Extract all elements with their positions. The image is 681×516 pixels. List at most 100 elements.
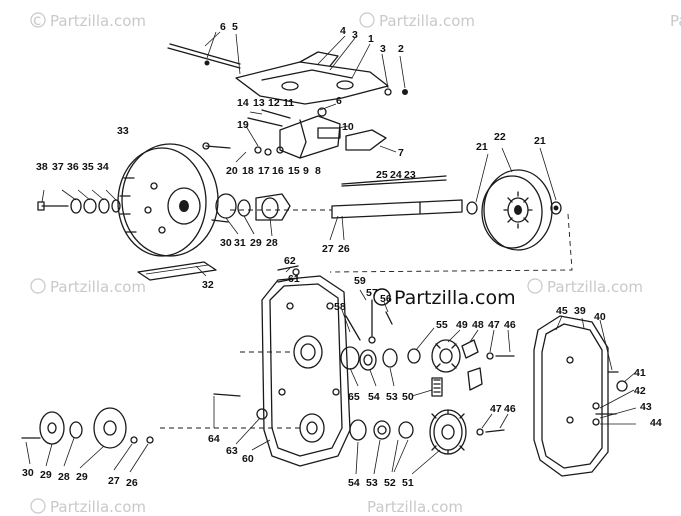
callout-11: 11 (283, 97, 294, 109)
callout-46b: 46 (504, 403, 516, 415)
callout-28b: 28 (58, 471, 70, 483)
callout-5: 5 (232, 21, 238, 33)
upper-assembly (167, 43, 478, 219)
callout-51: 51 (402, 477, 414, 489)
callout-55: 55 (436, 319, 448, 331)
watermark-tl: Partzilla.com (50, 12, 146, 30)
callout-2: 2 (398, 43, 404, 55)
callout-60: 60 (242, 453, 254, 465)
callout-1: 1 (368, 33, 374, 45)
callout-52: 52 (384, 477, 396, 489)
callout-19: 19 (237, 119, 249, 131)
callout-53b: 53 (366, 477, 378, 489)
callout-37: 37 (52, 161, 64, 173)
callout-numbers: 6 5 4 3 1 3 2 6 14 13 12 11 10 19 7 20 1… (22, 21, 662, 489)
callout-61: 61 (288, 273, 300, 285)
watermark-bl: Partzilla.com (50, 498, 146, 516)
upper-sprocket-parts (340, 299, 515, 397)
hub-parts (211, 193, 291, 223)
callout-56: 56 (380, 293, 392, 305)
callout-6a: 6 (220, 21, 226, 33)
callout-30a: 30 (220, 237, 232, 249)
callout-36: 36 (67, 161, 79, 173)
watermark-tr: Partzilla.com (670, 12, 681, 30)
callout-26a: 26 (338, 243, 350, 255)
callout-20: 20 (226, 165, 238, 177)
callout-14: 14 (237, 97, 249, 109)
callout-29a: 29 (250, 237, 262, 249)
callout-63: 63 (226, 445, 238, 457)
watermark-layer: c Partzilla.com Partzilla.com Partzilla.… (30, 11, 681, 516)
callout-49: 49 (456, 319, 468, 331)
watermark-tc: Partzilla.com (379, 12, 475, 30)
watermark-ml: Partzilla.com (50, 278, 146, 296)
callout-64: 64 (208, 433, 220, 445)
callout-32: 32 (202, 279, 214, 291)
callout-3a: 3 (352, 29, 358, 41)
callout-21a: 21 (476, 141, 488, 153)
callout-21b: 21 (534, 135, 546, 147)
callout-33: 33 (117, 125, 129, 137)
callout-6b: 6 (336, 95, 342, 107)
callout-8: 8 (315, 165, 321, 177)
brand-watermark-text: Partzilla.com (394, 287, 516, 309)
brand-watermark: Partzilla.com (373, 287, 516, 309)
callout-43: 43 (640, 401, 652, 413)
lower-sprocket-parts (349, 409, 505, 455)
callout-3b: 3 (380, 43, 386, 55)
callout-59: 59 (354, 275, 366, 287)
callout-22: 22 (494, 131, 506, 143)
callout-25: 25 (376, 169, 388, 181)
callout-54b: 54 (348, 477, 360, 489)
callout-54a: 54 (368, 391, 380, 403)
drive-pulley (117, 143, 219, 257)
callout-47b: 47 (490, 403, 502, 415)
callout-9: 9 (303, 165, 309, 177)
callout-34: 34 (97, 161, 109, 173)
svg-text:c: c (33, 11, 41, 29)
drive-belt-segment (137, 261, 217, 281)
callout-26b: 26 (126, 477, 138, 489)
callout-50: 50 (402, 391, 414, 403)
watermark-br: Partzilla.com (547, 278, 643, 296)
callout-27a: 27 (322, 243, 334, 255)
callout-48: 48 (472, 319, 484, 331)
callout-40: 40 (594, 311, 606, 323)
chaincase-housing (213, 265, 351, 467)
callout-31: 31 (234, 237, 246, 249)
callout-30b: 30 (22, 467, 34, 479)
watermark-bc: Partzilla.com (367, 498, 463, 516)
driven-pulley (481, 169, 562, 251)
callout-10: 10 (342, 121, 354, 133)
callout-35: 35 (82, 161, 94, 173)
bearing-flange-parts (21, 407, 154, 449)
callout-57: 57 (366, 287, 378, 299)
callout-46a: 46 (504, 319, 516, 331)
callout-65: 65 (348, 391, 360, 403)
callout-44: 44 (650, 417, 662, 429)
callout-39: 39 (574, 305, 586, 317)
callout-38: 38 (36, 161, 48, 173)
callout-16: 16 (272, 165, 284, 177)
callout-27b: 27 (108, 475, 120, 487)
callout-42: 42 (634, 385, 646, 397)
leader-lines (25, 31, 637, 475)
callout-7: 7 (398, 147, 404, 159)
callout-17: 17 (258, 165, 270, 177)
callout-53a: 53 (386, 391, 398, 403)
callout-18: 18 (242, 165, 254, 177)
callout-4: 4 (340, 25, 346, 37)
callout-15: 15 (288, 165, 300, 177)
callout-28a: 28 (266, 237, 278, 249)
callout-62: 62 (284, 255, 296, 267)
callout-58: 58 (334, 301, 346, 313)
callout-13: 13 (253, 97, 265, 109)
crank-bolt-stack (37, 198, 121, 214)
chaincase-cover (533, 315, 628, 477)
callout-47a: 47 (488, 319, 500, 331)
callout-45: 45 (556, 305, 568, 317)
callout-41: 41 (634, 367, 646, 379)
callout-12: 12 (268, 97, 280, 109)
